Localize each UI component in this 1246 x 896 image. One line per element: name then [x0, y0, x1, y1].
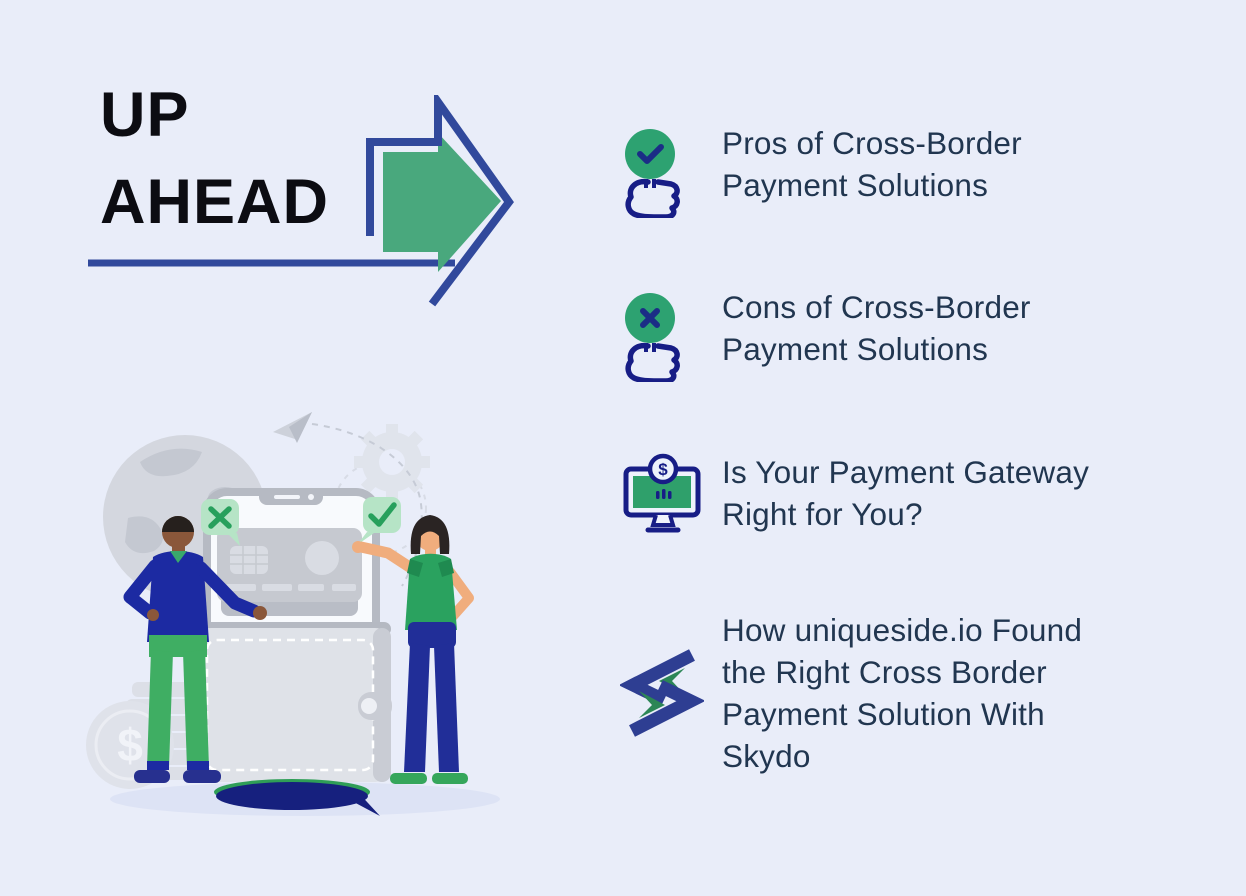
list-item-line: Cons of Cross-Border: [722, 289, 1031, 325]
forward-arrow-icon: [88, 95, 514, 307]
thumb-up-check-icon: [625, 129, 680, 218]
paper-plane-icon: [273, 412, 312, 443]
page-title-line-2: AHEAD: [100, 167, 330, 237]
list-item-line: Payment Solutions: [722, 167, 989, 203]
skydo-logo-icon: [620, 649, 704, 737]
man-figure: [123, 516, 267, 783]
list-item-skydo-case-study: How uniqueside.io Found the Right Cross …: [620, 607, 1082, 777]
list-item-icon-box: [620, 607, 704, 777]
list-item-text: Cons of Cross-Border Payment Solutions: [722, 286, 1031, 370]
list-item-icon-box: [620, 120, 704, 218]
list-item-text: Pros of Cross-Border Payment Solutions: [722, 122, 1022, 206]
wallet: [195, 622, 392, 782]
list-item-line: Skydo: [722, 738, 811, 774]
payment-gateway-monitor-icon: $: [623, 453, 701, 533]
green-arrow-shape: [383, 133, 501, 272]
blue-arrow-outline: [366, 95, 514, 307]
two-people-mobile-payment-illustration: $: [86, 412, 500, 816]
speech-bubble-shadow: [214, 779, 380, 816]
page-title-line-1: UP: [100, 80, 190, 150]
dollar-symbol: $: [658, 460, 668, 479]
list-item-line: Right for You?: [722, 496, 923, 532]
list-item-icon-box: [620, 284, 704, 382]
list-item-text: How uniqueside.io Found the Right Cross …: [722, 609, 1082, 777]
thumb-up-cross-icon: [625, 293, 680, 382]
list-item-pros: Pros of Cross-Border Payment Solutions: [620, 120, 1022, 218]
woman-figure: [352, 515, 474, 784]
cross-badge-icon: [201, 499, 240, 546]
dashed-trail: [311, 423, 423, 587]
list-item-gateway: $ Is Your Payment Gateway Right for You?: [620, 449, 1089, 535]
list-item-text: Is Your Payment Gateway Right for You?: [722, 451, 1089, 535]
list-item-cons: Cons of Cross-Border Payment Solutions: [620, 284, 1031, 382]
coin-dollar-symbol: $: [117, 719, 143, 771]
list-item-line: How uniqueside.io Found: [722, 612, 1083, 648]
list-item-line: Payment Solutions: [722, 331, 989, 367]
list-item-line: Pros of Cross-Border: [722, 125, 1022, 161]
list-item-line: the Right Cross Border: [722, 654, 1047, 690]
list-item-line: Payment Solution With: [722, 696, 1045, 732]
list-item-line: Is Your Payment Gateway: [722, 454, 1090, 490]
list-item-icon-box: $: [620, 449, 704, 535]
gear-icon: [333, 424, 430, 555]
page-title: UP AHEAD: [100, 72, 329, 246]
